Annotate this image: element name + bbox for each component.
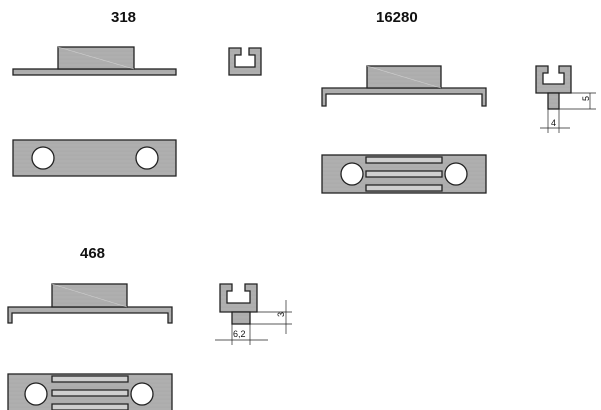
profile-16280-top-view xyxy=(321,154,487,194)
mounting-hole xyxy=(31,146,55,170)
dimension-value: 4 xyxy=(551,118,556,128)
dimension-value: 3 xyxy=(276,312,286,317)
profile-318-top-view xyxy=(12,139,177,177)
mounting-hole xyxy=(135,146,159,170)
dimension-height-16280: 5 xyxy=(559,92,596,110)
profile-code-468: 468 xyxy=(80,245,106,262)
dimension-value: 6,2 xyxy=(233,329,246,339)
mounting-hole xyxy=(444,162,468,186)
dimension-value: 5 xyxy=(581,96,591,101)
profile-16280-side-view xyxy=(321,65,487,107)
profile-468-cross-section: 3 6,2 xyxy=(215,283,292,345)
profile-468-top-view xyxy=(7,373,173,410)
profile-318-side-view xyxy=(12,46,177,76)
mounting-hole xyxy=(340,162,364,186)
mounting-hole xyxy=(130,382,154,406)
profile-318-cross-section xyxy=(228,47,262,76)
profile-16280: 5 4 xyxy=(321,65,596,194)
dimension-width-16280: 4 xyxy=(540,109,570,133)
mounting-hole xyxy=(24,382,48,406)
profile-468-side-view xyxy=(7,283,173,324)
dimension-height-468: 3 xyxy=(250,300,292,334)
dimension-width-468: 6,2 xyxy=(215,324,268,345)
profile-318 xyxy=(12,46,262,177)
profile-code-16280: 16280 xyxy=(376,9,418,26)
profile-468: 3 6,2 xyxy=(7,283,292,410)
profile-16280-cross-section: 5 4 xyxy=(535,65,596,133)
profile-code-318: 318 xyxy=(111,9,137,26)
